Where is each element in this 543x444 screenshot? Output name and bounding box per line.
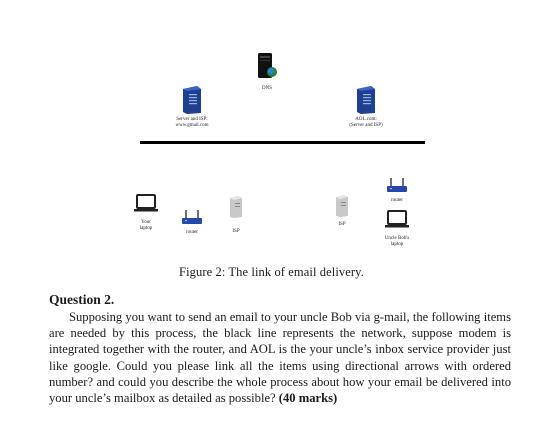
router-left-label: router <box>186 230 198 235</box>
uncle-bob-laptop-label: Uncle Bob's laptop <box>377 236 417 248</box>
bob-laptop-label-line2: laptop <box>390 242 404 247</box>
router-left-icon <box>182 210 202 224</box>
router-right-label: router <box>391 198 403 203</box>
gmail-server-label-line2: www.gmail.com <box>175 123 209 128</box>
figure-caption: Figure 2: The link of email delivery. <box>179 265 364 279</box>
isp-right-label: ISP <box>338 222 346 227</box>
gmail-server-label: Server and ISP: www.gmail.com <box>162 117 222 129</box>
your-laptop-label-line2: laptop <box>139 226 153 231</box>
gmail-server-icon <box>183 86 201 114</box>
question-body: Supposing you want to send an email to y… <box>49 309 511 406</box>
dns-label: DNS <box>261 86 272 91</box>
isp-right-icon <box>336 195 348 217</box>
your-laptop-icon <box>134 194 158 212</box>
dns-server-icon <box>258 53 277 78</box>
gmail-server-label-line1: Server and ISP: <box>176 117 208 122</box>
question-marks: (40 marks) <box>278 391 338 406</box>
network-line <box>140 141 425 144</box>
aol-label-line1: AOL.com: <box>355 117 377 122</box>
bob-laptop-label-line1: Uncle Bob's <box>384 236 410 241</box>
aol-label-line2: (Server and ISP) <box>349 123 383 128</box>
uncle-bob-laptop-icon <box>385 210 409 228</box>
question-text: Supposing you want to send an email to y… <box>49 310 511 406</box>
aol-server-label: AOL.com: (Server and ISP) <box>336 117 396 129</box>
aol-server-icon <box>357 86 375 114</box>
isp-left-icon <box>230 196 242 218</box>
question-title: Question 2. <box>49 292 115 307</box>
your-laptop-label-line1: Your <box>141 220 151 225</box>
router-right-icon <box>387 178 407 192</box>
isp-left-label: ISP <box>232 229 240 234</box>
your-laptop-label: Your laptop <box>131 220 161 232</box>
